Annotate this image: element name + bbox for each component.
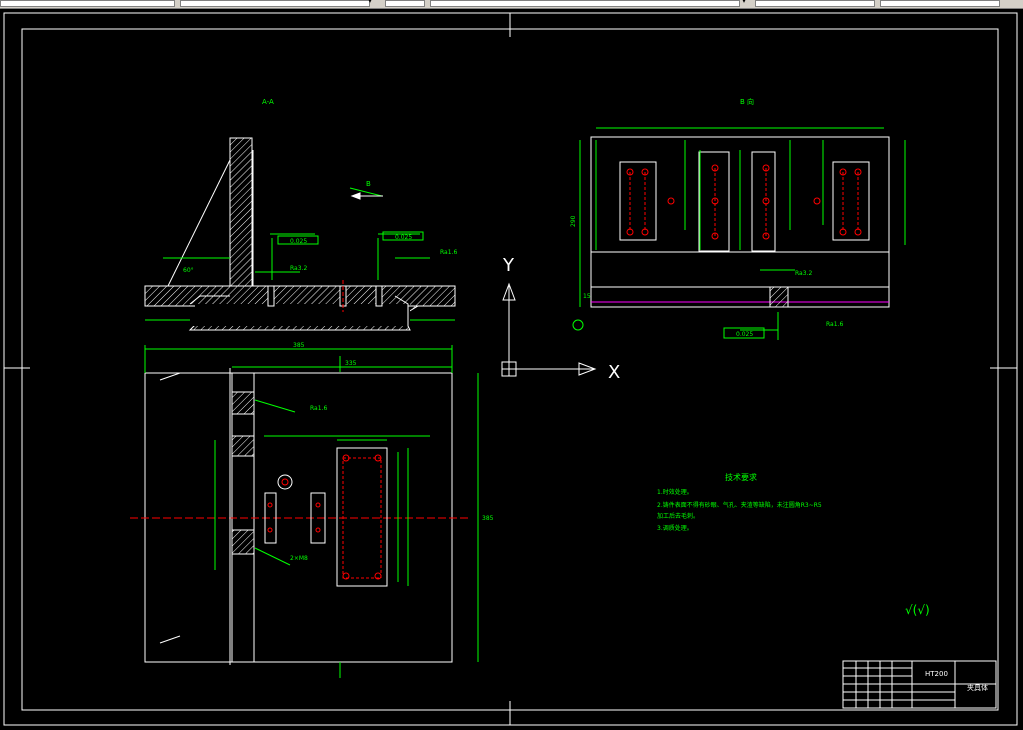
centering-marks bbox=[4, 13, 1017, 725]
roughness-1-text: Ra1.6 bbox=[440, 249, 457, 256]
chevron-down-icon[interactable]: ▾ bbox=[742, 0, 747, 5]
plotstyle-dropdown[interactable] bbox=[755, 0, 875, 7]
drawing-canvas[interactable]: A-A 0.025 0.025 Ra1.6 bbox=[0, 9, 1023, 730]
plan-view: 385 335 385 Ra1.6 2×M8 bbox=[130, 342, 494, 678]
chevron-down-icon[interactable]: ▾ bbox=[368, 0, 373, 5]
title-material: HT200 bbox=[925, 670, 948, 678]
tech-req-title: 技术要求 bbox=[725, 472, 757, 482]
color-dropdown[interactable] bbox=[180, 0, 370, 7]
ucs-x-label: X bbox=[608, 362, 620, 383]
extra-dropdown[interactable] bbox=[880, 0, 1000, 7]
tolerance-3-text: 0.025 bbox=[736, 331, 753, 338]
tolerance-frame-3 bbox=[723, 327, 765, 339]
vertical-plate-hatch bbox=[229, 137, 253, 287]
ucs-y-label: Y bbox=[502, 255, 515, 276]
linetype-dropdown[interactable] bbox=[385, 0, 425, 7]
tolerance-2-text: 0.025 bbox=[395, 234, 412, 241]
dim-b-height: 290 bbox=[570, 215, 577, 227]
tech-req-item-2: 2.铸件表面不得有砂眼、气孔、夹渣等缺陷，未注圆角R3~R5 bbox=[657, 501, 822, 509]
view-b-outline bbox=[590, 136, 890, 308]
dim-inner-width: 335 bbox=[345, 360, 357, 367]
view-b-label: B 向 bbox=[740, 97, 754, 106]
layer-dropdown[interactable] bbox=[0, 0, 175, 7]
clamp-plate bbox=[336, 447, 388, 587]
arrow-b-label: B bbox=[366, 180, 371, 188]
section-a-label: A-A bbox=[262, 98, 274, 106]
title-block: HT200 夹具体 bbox=[842, 660, 997, 709]
tolerance-frame-1 bbox=[277, 235, 319, 245]
dim-b-base: 15 bbox=[583, 293, 591, 300]
hole-spec-text: 2×M8 bbox=[290, 555, 308, 562]
cad-toolbar-strip: ▾ ▾ bbox=[0, 0, 1023, 9]
roughness-5-text: Ra3.2 bbox=[795, 270, 812, 277]
tech-req-item-4: 3.调质处理。 bbox=[657, 524, 693, 532]
dim-side-height: 385 bbox=[482, 515, 494, 522]
tech-req-item-3: 加工后去毛刺。 bbox=[657, 512, 699, 520]
pin-hole bbox=[277, 474, 293, 490]
view-b-arrow bbox=[350, 192, 383, 200]
tech-requirements: 技术要求 1.时效处理。 2.铸件表面不得有砂眼、气孔、夹渣等缺陷，未注圆角R3… bbox=[657, 472, 822, 532]
title-drawing-name: 夹具体 bbox=[967, 683, 988, 692]
roughness-3-text: Ra1.6 bbox=[310, 405, 327, 412]
tolerance-frame-2 bbox=[382, 231, 424, 241]
section-view-a-a: A-A 0.025 0.025 Ra1.6 bbox=[144, 98, 457, 331]
datum-symbol bbox=[572, 319, 584, 331]
angle-text: 60° bbox=[183, 267, 194, 274]
lineweight-dropdown[interactable] bbox=[430, 0, 740, 7]
tolerance-1-text: 0.025 bbox=[290, 238, 307, 245]
dim-overall-width: 385 bbox=[293, 342, 305, 349]
roughness-2-text: Ra3.2 bbox=[290, 265, 307, 272]
ucs-icon: Y X bbox=[501, 255, 620, 383]
roughness-4-text: Ra1.6 bbox=[826, 321, 843, 328]
general-roughness-symbol: √(√) bbox=[905, 603, 930, 617]
tech-req-item-1: 1.时效处理。 bbox=[657, 488, 693, 496]
view-b: B 向 bbox=[570, 97, 906, 340]
